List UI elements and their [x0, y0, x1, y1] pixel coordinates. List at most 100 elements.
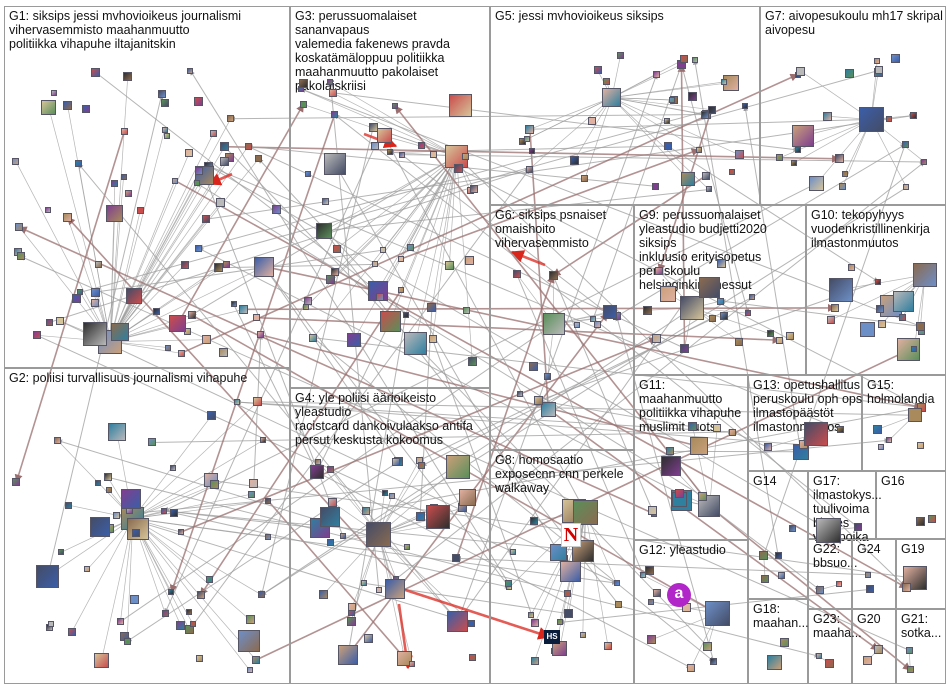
node-avatar-tile	[58, 549, 64, 555]
node-avatar-tile	[430, 151, 437, 158]
node-avatar-tile	[652, 334, 661, 343]
twitter-avatar-icon	[398, 256, 404, 262]
twitter-avatar-icon	[265, 534, 271, 540]
group-g23: G23: maaha...	[808, 609, 852, 684]
twitter-avatar-icon	[366, 522, 391, 547]
node-avatar-tile	[153, 308, 160, 315]
node-avatar-tile	[590, 316, 596, 322]
twitter-avatar-icon	[331, 111, 338, 118]
node-avatar-tile	[123, 72, 132, 81]
node-avatar-tile	[223, 261, 230, 268]
node-avatar-tile	[842, 171, 848, 177]
twitter-avatar-icon	[429, 335, 437, 343]
node-avatar-tile	[708, 106, 716, 114]
node-avatar-tile	[717, 298, 724, 305]
node-avatar-tile	[348, 603, 356, 611]
twitter-avatar-icon	[917, 442, 924, 449]
twitter-avatar-icon	[376, 293, 384, 301]
node-avatar-tile	[549, 271, 558, 280]
twitter-avatar-icon	[63, 101, 72, 110]
node-avatar-tile	[903, 184, 909, 190]
twitter-avatar-icon	[252, 656, 260, 664]
node-avatar-tile	[680, 344, 689, 353]
node-avatar-tile	[775, 552, 782, 559]
node-avatar-tile	[866, 585, 874, 593]
node-avatar-tile	[41, 100, 56, 115]
twitter-avatar-icon	[875, 279, 881, 285]
twitter-avatar-icon	[688, 92, 697, 101]
group-g21-label: G21: sotka...	[901, 612, 949, 640]
group-g2-label: G2: poliisi turvallisuus journalismi vih…	[9, 371, 287, 385]
twitter-avatar-icon	[529, 362, 538, 371]
node-avatar-tile	[510, 549, 516, 555]
twitter-avatar-icon	[666, 447, 674, 455]
twitter-avatar-icon	[531, 619, 539, 627]
twitter-avatar-icon	[377, 128, 392, 143]
twitter-avatar-icon	[148, 438, 156, 446]
node-avatar-tile	[220, 142, 229, 151]
twitter-avatar-icon	[54, 437, 61, 444]
node-avatar-tile	[698, 492, 707, 501]
twitter-avatar-icon	[560, 561, 581, 582]
twitter-avatar-icon	[713, 424, 721, 432]
twitter-avatar-icon	[745, 310, 751, 316]
twitter-avatar-icon	[854, 523, 862, 531]
twitter-avatar-icon	[680, 344, 689, 353]
node-avatar-tile	[392, 458, 400, 466]
group-g18: G18: maahan...	[748, 599, 808, 684]
node-avatar-tile	[653, 589, 661, 597]
node-avatar-tile	[468, 357, 477, 366]
twitter-avatar-icon	[227, 115, 234, 122]
twitter-avatar-icon	[111, 180, 118, 187]
node-avatar-tile	[899, 314, 906, 321]
twitter-avatar-icon	[717, 259, 726, 268]
twitter-avatar-icon	[247, 667, 253, 673]
twitter-avatar-icon	[162, 610, 169, 617]
node-avatar-tile	[875, 66, 883, 74]
node-avatar-tile	[874, 645, 883, 654]
group-g14: G14	[748, 471, 808, 599]
node-avatar-tile	[873, 425, 882, 434]
twitter-avatar-icon	[653, 71, 660, 78]
node-avatar-tile	[604, 642, 612, 650]
twitter-avatar-icon	[534, 396, 543, 405]
twitter-avatar-icon	[210, 130, 217, 137]
node-avatar-tile	[398, 256, 404, 262]
twitter-avatar-icon	[186, 609, 192, 615]
twitter-avatar-icon	[195, 245, 202, 252]
twitter-avatar-icon	[839, 183, 846, 190]
twitter-avatar-icon	[874, 645, 883, 654]
node-avatar-tile	[164, 133, 170, 139]
node-avatar-tile	[418, 462, 425, 469]
twitter-avatar-icon	[361, 580, 367, 586]
twitter-avatar-icon	[468, 620, 475, 627]
twitter-avatar-icon	[372, 261, 378, 267]
twitter-avatar-icon	[168, 589, 174, 595]
node-avatar-tile	[786, 332, 794, 340]
twitter-avatar-icon	[809, 176, 824, 191]
twitter-avatar-icon	[169, 315, 186, 332]
twitter-avatar-icon	[463, 307, 470, 314]
node-avatar-tile	[713, 424, 721, 432]
node-avatar-tile	[780, 638, 789, 647]
twitter-avatar-icon	[333, 245, 341, 253]
twitter-avatar-icon	[210, 480, 219, 489]
node-avatar-tile	[463, 307, 470, 314]
node-avatar-tile	[272, 205, 281, 214]
node-avatar-tile	[574, 322, 580, 328]
node-avatar-tile	[369, 123, 378, 132]
node-avatar-tile	[327, 539, 334, 546]
node-avatar-tile	[928, 515, 936, 523]
node-avatar-tile	[90, 517, 110, 537]
twitter-avatar-icon	[319, 590, 328, 599]
twitter-avatar-icon	[664, 118, 670, 124]
twitter-avatar-icon	[865, 572, 871, 578]
twitter-avatar-icon	[470, 185, 478, 193]
group-g18-label: G18: maahan...	[753, 602, 811, 630]
node-avatar-tile	[524, 136, 530, 142]
twitter-avatar-icon	[602, 88, 621, 107]
node-avatar-tile	[372, 261, 378, 267]
twitter-avatar-icon	[594, 66, 602, 74]
node-avatar-tile	[827, 316, 835, 324]
twitter-avatar-icon	[245, 143, 252, 150]
